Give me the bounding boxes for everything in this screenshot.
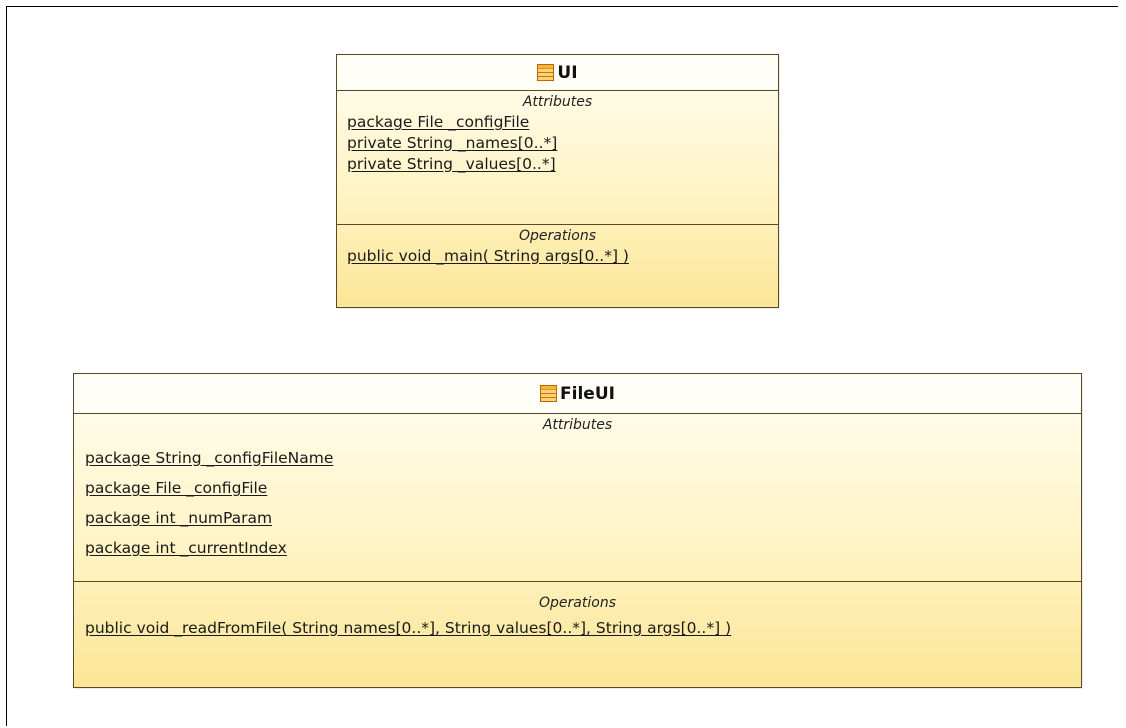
class-fileui-header: FileUI xyxy=(74,374,1081,414)
class-ui[interactable]: UI Attributes package File _configFile p… xyxy=(336,54,779,308)
class-ui-name: UI xyxy=(557,62,578,83)
attribute-item[interactable]: package File _configFile xyxy=(85,479,268,497)
class-fileui-operations: Operations public void _readFromFile( St… xyxy=(74,582,1081,643)
attribute-item[interactable]: private String _values[0..*] xyxy=(347,155,556,173)
class-fileui-attributes: Attributes package String _configFileNam… xyxy=(74,414,1081,582)
attribute-item[interactable]: package int _numParam xyxy=(85,509,273,527)
class-fileui[interactable]: FileUI Attributes package String _config… xyxy=(73,373,1082,688)
operation-item[interactable]: public void _main( String args[0..*] ) xyxy=(347,247,629,265)
attributes-title: Attributes xyxy=(542,417,613,433)
class-ui-header: UI xyxy=(337,55,778,91)
attribute-item[interactable]: package String _configFileName xyxy=(85,449,334,467)
operations-title: Operations xyxy=(519,228,596,244)
diagram-canvas: UI Attributes package File _configFile p… xyxy=(6,6,1118,726)
class-icon xyxy=(537,64,555,81)
attribute-item[interactable]: private String _names[0..*] xyxy=(347,134,558,152)
attribute-item[interactable]: package int _currentIndex xyxy=(85,539,287,557)
attribute-item[interactable]: package File _configFile xyxy=(347,113,530,131)
class-ui-attributes: Attributes package File _configFile priv… xyxy=(337,91,778,225)
class-fileui-name: FileUI xyxy=(560,383,615,404)
class-icon xyxy=(540,385,558,402)
operations-title: Operations xyxy=(539,595,616,611)
operation-item[interactable]: public void _readFromFile( String names[… xyxy=(85,619,732,637)
class-ui-operations: Operations public void _main( String arg… xyxy=(337,225,778,267)
attributes-title: Attributes xyxy=(522,94,593,110)
